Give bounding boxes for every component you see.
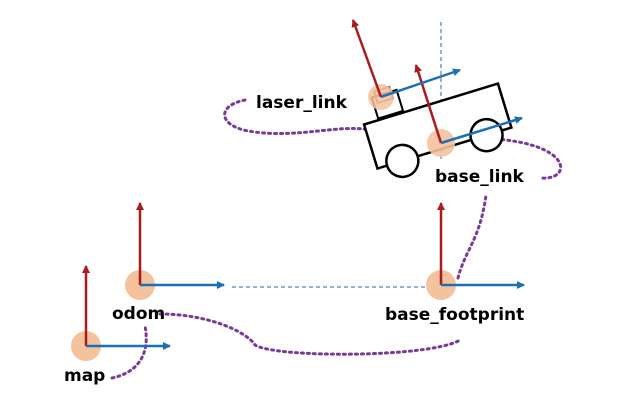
base-link-x-axis: [440, 116, 523, 145]
laser-link-x-axis: [380, 68, 461, 99]
base-link-label: base_link: [435, 167, 525, 187]
laser-link-z-axis: [351, 19, 383, 98]
odom-label: odom: [112, 304, 165, 324]
odom-base-footprint-link: [158, 312, 462, 356]
map-label: map: [64, 366, 105, 386]
robot-car-icon: [362, 82, 513, 179]
map-odom-link: [110, 324, 148, 380]
robot-rear-wheel: [385, 143, 420, 179]
laser-link-label: laser_link: [256, 93, 348, 113]
base-link-z-axis: [414, 64, 443, 144]
base-footprint-base-link-link: [456, 193, 488, 280]
base-footprint-label: base_footprint: [385, 305, 524, 325]
